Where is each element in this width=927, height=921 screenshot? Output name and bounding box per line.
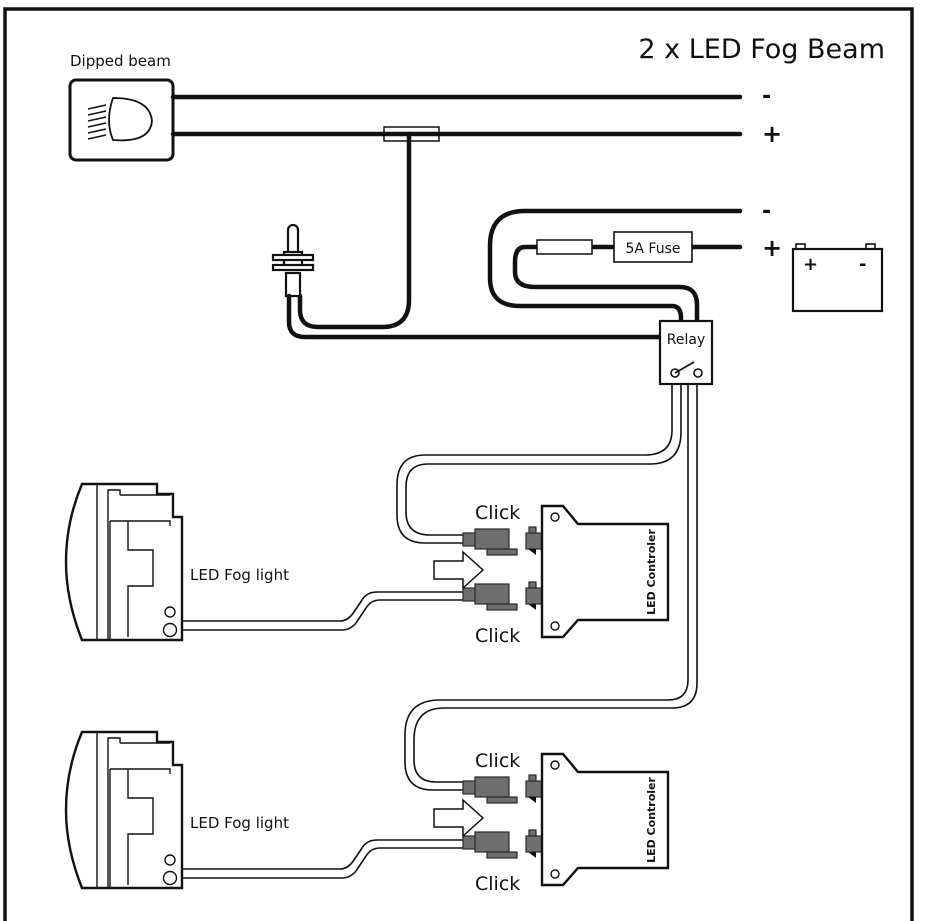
relay-to-controller-1-cable <box>396 384 682 544</box>
click-label-bottom: Click <box>475 873 520 895</box>
socket-connector-bottom <box>525 829 543 858</box>
diagram-title: 2 x LED Fog Beam <box>638 34 885 65</box>
plug-connector-bottom <box>462 831 518 859</box>
switch-feed-wire <box>297 131 412 330</box>
led-controller: LED Controler <box>540 504 670 639</box>
headlamp-icon <box>68 78 175 162</box>
relay-to-controller-2-cable <box>404 384 698 791</box>
click-label-top: Click <box>475 750 520 772</box>
dipped-beam-positive-label: + <box>762 120 782 148</box>
led-fog-light-icon <box>64 730 184 890</box>
battery-feed-positive-label: + <box>762 234 782 262</box>
relay-switch-icon <box>670 361 703 378</box>
click-label-top: Click <box>475 502 520 524</box>
insert-arrow-icon <box>433 550 485 590</box>
socket-connector-top <box>525 774 543 803</box>
dipped-beam-negative-label: - <box>762 84 771 109</box>
relay-label: Relay <box>667 332 705 348</box>
splice-connector <box>383 126 440 142</box>
relay: Relay <box>658 319 714 386</box>
fog-light-cable <box>181 591 468 631</box>
fog-light-cable <box>181 839 468 879</box>
inline-fuse-holder <box>536 239 593 255</box>
fog-light-label: LED Fog light <box>190 814 289 832</box>
fuse-label: 5A Fuse <box>625 241 680 257</box>
plug-connector-top <box>462 528 518 556</box>
led-controller: LED Controler <box>540 752 670 887</box>
led-controller-label: LED Controler <box>645 777 658 863</box>
diagram-frame <box>3 7 914 921</box>
plug-connector-top <box>462 776 518 804</box>
fuse-box: 5A Fuse <box>613 231 693 263</box>
click-label-bottom: Click <box>475 625 520 647</box>
battery-icon: + - <box>791 243 884 313</box>
socket-connector-top <box>525 526 543 555</box>
plug-connector-bottom <box>462 583 518 611</box>
toggle-switch-icon <box>271 223 315 298</box>
socket-connector-bottom <box>525 581 543 610</box>
switch-to-relay-wire <box>286 293 663 340</box>
insert-arrow-icon <box>433 798 485 838</box>
dipped-beam-label: Dipped beam <box>70 52 171 70</box>
fog-light-label: LED Fog light <box>190 566 289 584</box>
battery-positive-terminal: + <box>803 254 818 275</box>
battery-negative-terminal: - <box>859 254 866 275</box>
battery-feed-negative-label: - <box>762 199 771 224</box>
led-fog-light-icon <box>64 482 184 642</box>
battery-negative-wire <box>487 208 743 323</box>
battery-positive-wire <box>512 244 743 323</box>
led-controller-label: LED Controler <box>645 529 658 615</box>
